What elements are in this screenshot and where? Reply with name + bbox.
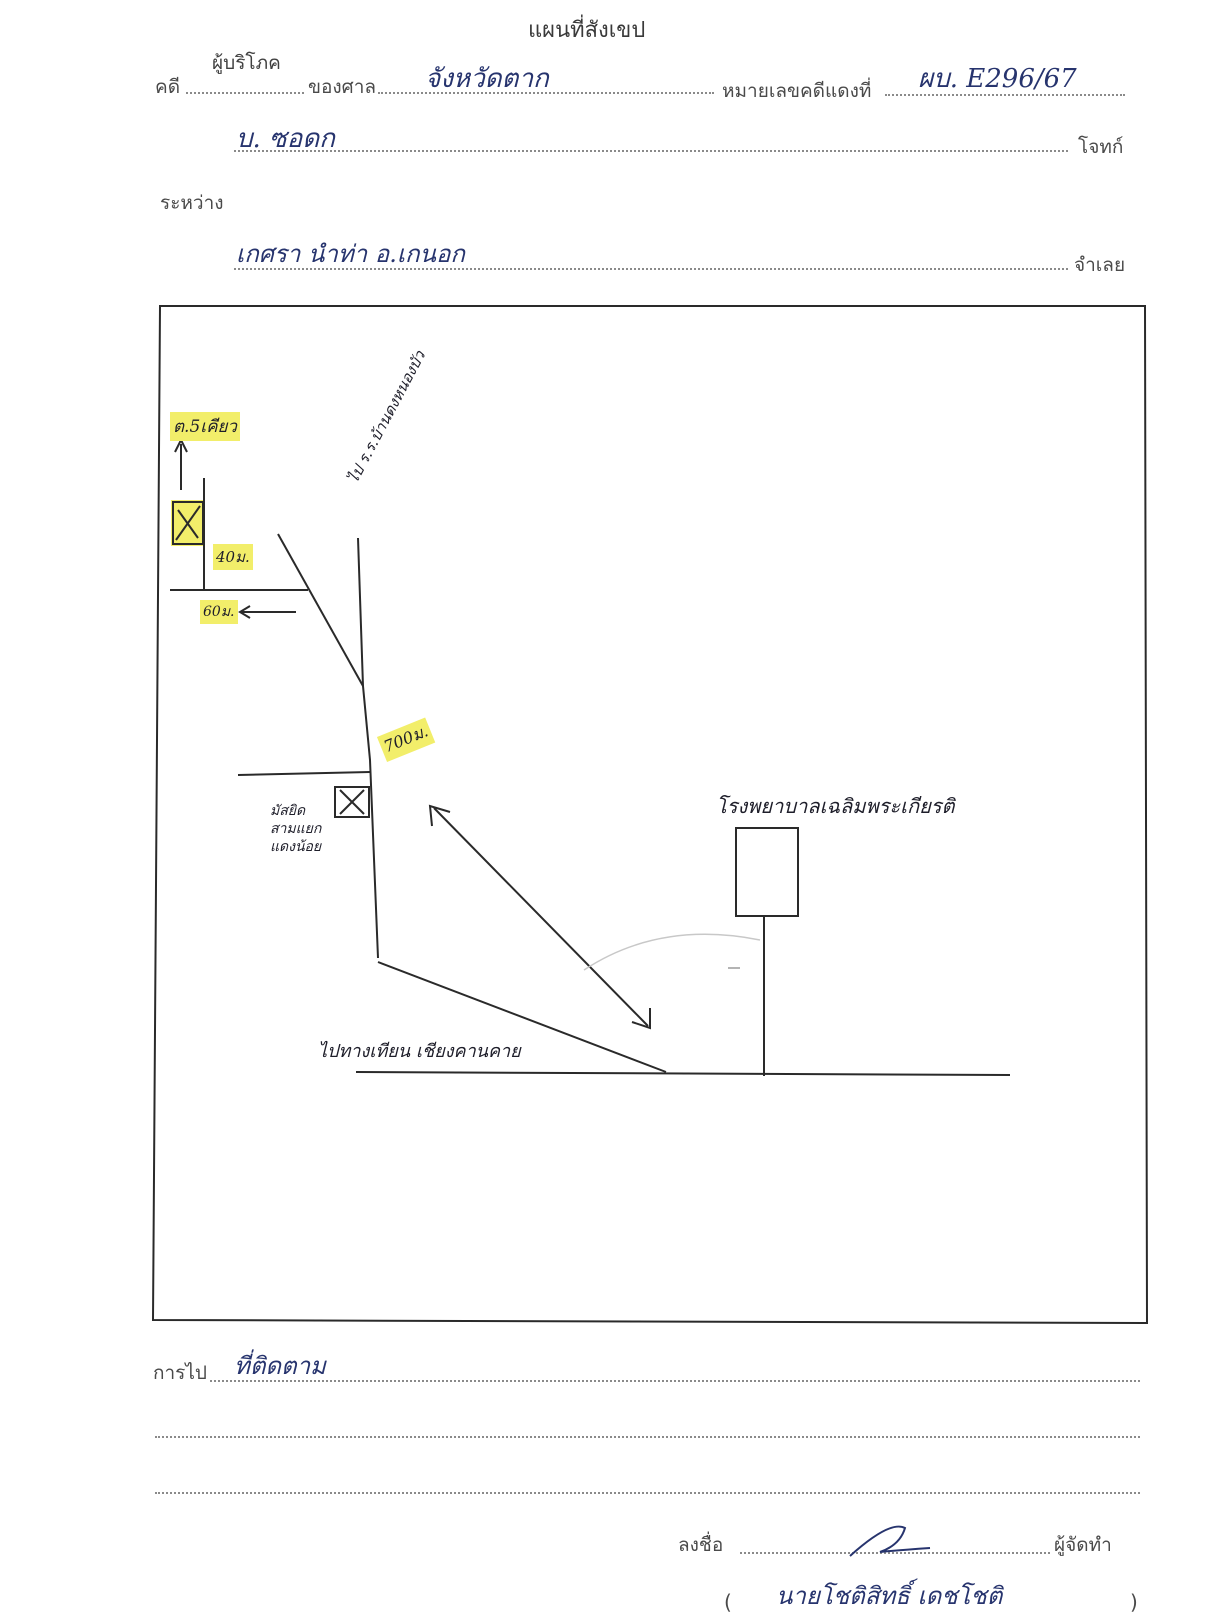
court-name-dots xyxy=(378,92,714,94)
signature-label: ลงชื่อ xyxy=(678,1534,724,1556)
case-type-value: ผู้บริโภค xyxy=(212,52,281,74)
plaintiff-value: บ. ซอดก xyxy=(236,124,335,154)
direction-value: ที่ติดตาม xyxy=(234,1352,326,1380)
label-bottom-road: ไปทางเทียน เชียงคานคาย xyxy=(318,1041,521,1062)
diagonal-road xyxy=(277,533,364,687)
label-mosque-3: แดงน้อย xyxy=(270,839,322,855)
direction-dots-1 xyxy=(210,1380,1140,1382)
case-label: คดี xyxy=(155,76,181,98)
label-60m: 60ม. xyxy=(200,600,238,624)
defendant-dots xyxy=(234,268,1068,270)
label-mosque: มัสยิด xyxy=(270,803,306,819)
close-paren: ) xyxy=(1130,1590,1138,1614)
signature-dots xyxy=(740,1552,1050,1554)
defendant-value: เกศรา นำท่า อ.เกนอก xyxy=(236,240,465,268)
court-name-value: จังหวัดตาก xyxy=(425,64,549,94)
mosque-road xyxy=(237,771,371,776)
red-case-label: หมายเลขคดีแดงที่ xyxy=(722,80,872,102)
plaintiff-label: โจทก์ xyxy=(1078,136,1124,158)
connector-road xyxy=(377,961,667,1073)
distance-arrow xyxy=(433,807,649,1027)
page-title: แผนที่สังเขป xyxy=(528,18,646,43)
court-label: ของศาล xyxy=(308,76,377,98)
mosque-box xyxy=(334,786,370,818)
bottom-road xyxy=(355,1071,1011,1076)
label-hospital: โรงพยาบาลเฉลิมพระเกียรติ xyxy=(716,794,955,818)
open-paren: ( xyxy=(724,1590,732,1614)
signer-name: นายโชติสิทธิ์ เดชโชติ xyxy=(776,1582,1003,1610)
main-road xyxy=(357,537,379,959)
case-type-dots xyxy=(186,92,304,94)
direction-dots-3 xyxy=(155,1492,1140,1494)
label-top-left: ต.5เคียว xyxy=(170,412,240,441)
label-mosque-2: สามแยก xyxy=(270,821,322,837)
direction-dots-2 xyxy=(155,1436,1140,1438)
between-label: ระหว่าง xyxy=(160,192,224,214)
label-40m: 40ม. xyxy=(213,544,253,570)
red-case-dots xyxy=(885,94,1125,96)
map-frame xyxy=(151,305,1149,1325)
red-case-number-value: ผบ. E296/67 xyxy=(918,64,1077,94)
direction-label: การไป xyxy=(153,1362,207,1384)
preparer-label: ผู้จัดทำ xyxy=(1054,1534,1112,1556)
plaintiff-dots xyxy=(234,150,1068,152)
defendant-label: จำเลย xyxy=(1074,254,1126,276)
hospital-box xyxy=(735,827,799,917)
